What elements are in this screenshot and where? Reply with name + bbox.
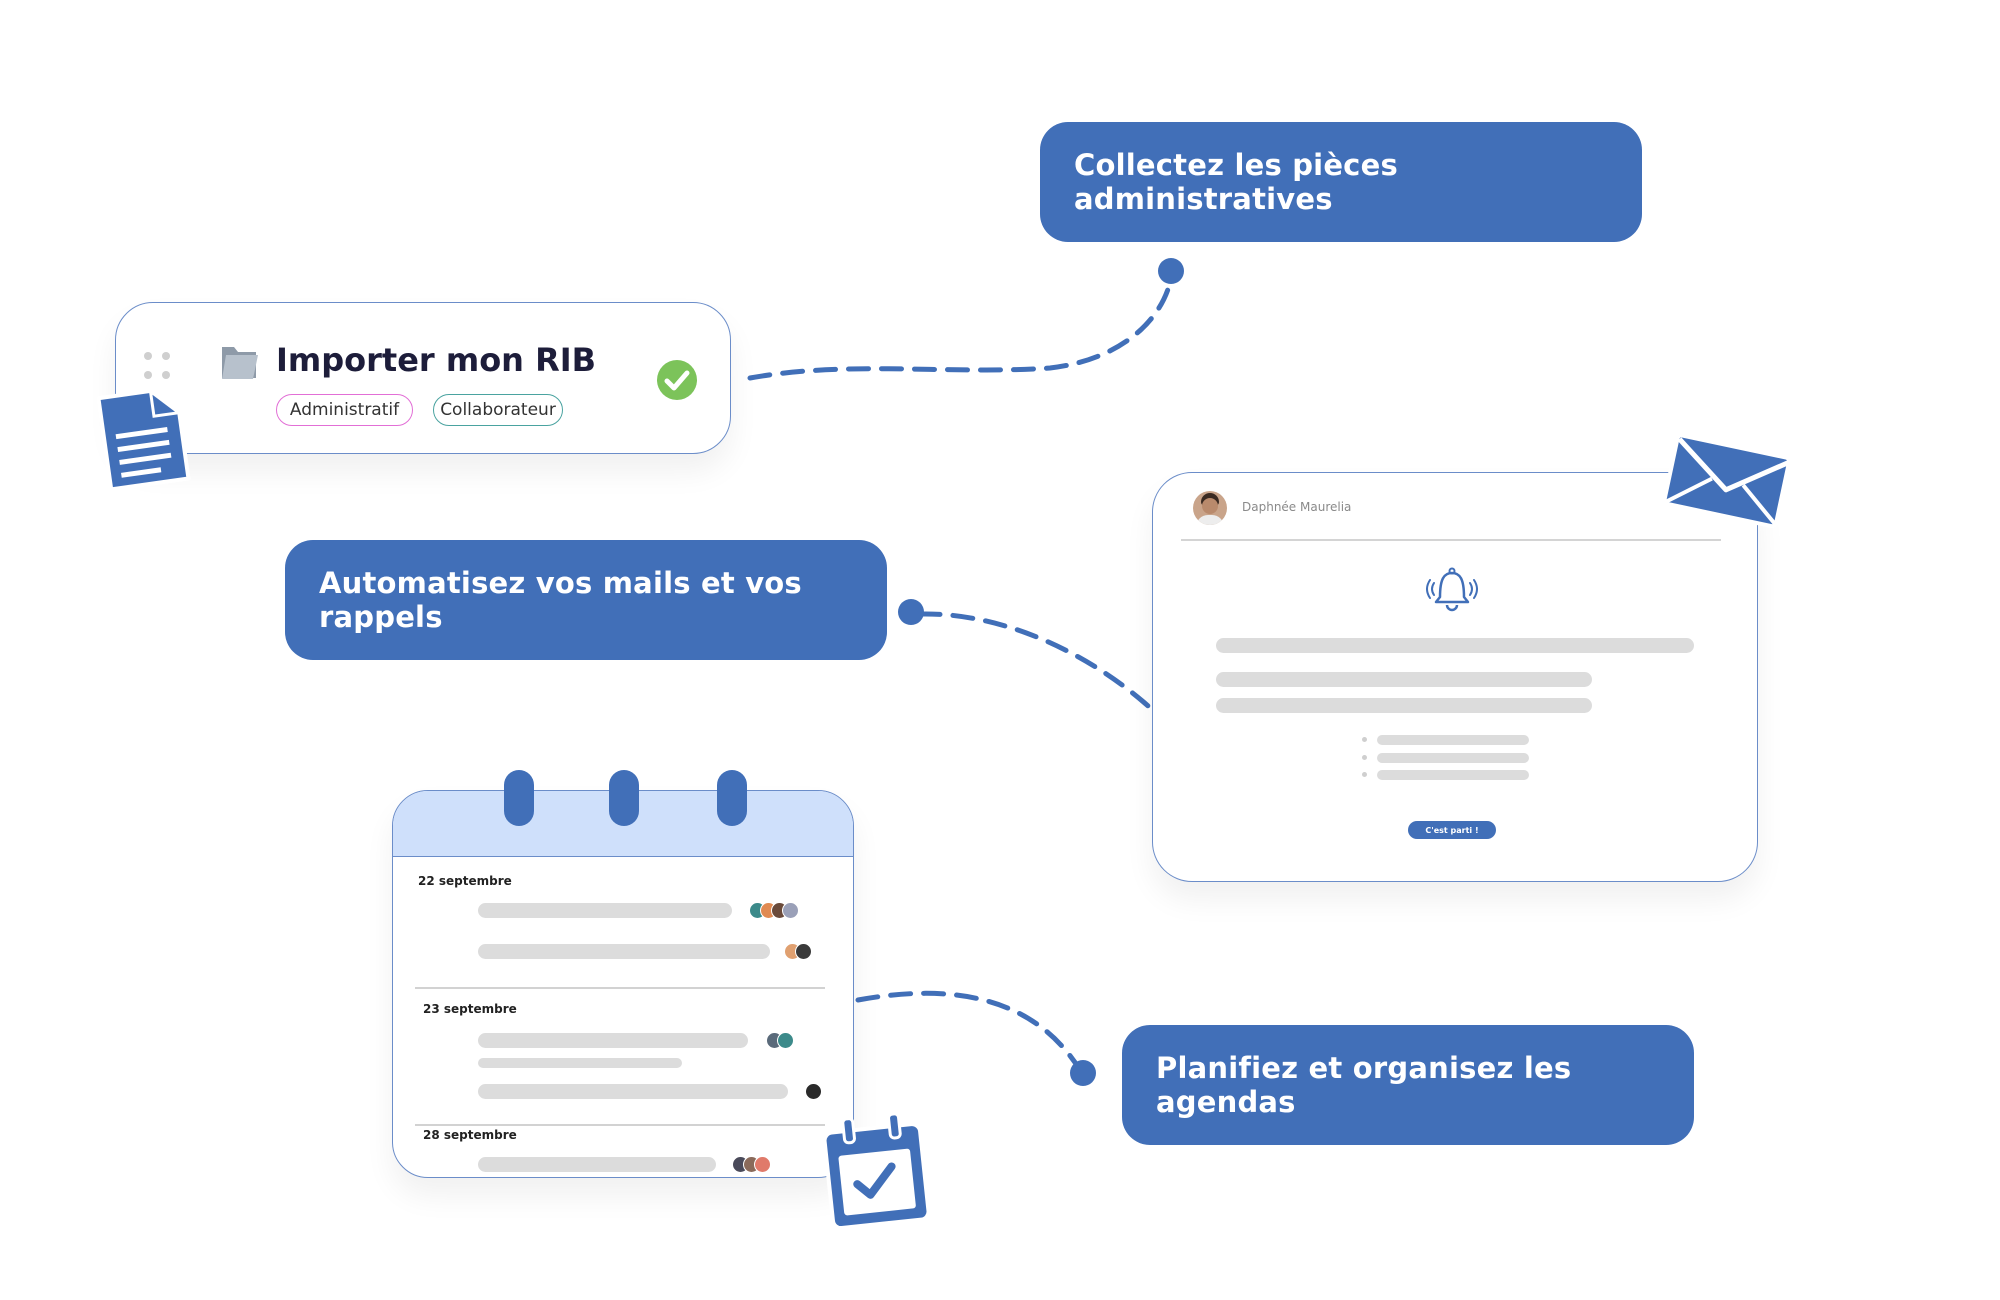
bullet-dot — [1362, 772, 1367, 777]
sender-name: Daphnée Maurelia — [1242, 500, 1352, 514]
email-cta-button[interactable]: C'est parti ! — [1408, 821, 1496, 839]
callout-plan: Planifiez et organisez les agendas — [1122, 1025, 1694, 1145]
calendar-day-label: 22 septembre — [418, 874, 512, 888]
email-line — [1216, 672, 1592, 687]
document-icon — [96, 389, 191, 490]
attendee-avatars — [749, 902, 799, 919]
event-bar[interactable] — [478, 1033, 748, 1048]
callout-automate-text: Automatisez vos mails et vos rappels — [319, 566, 802, 634]
email-list-item — [1377, 753, 1529, 763]
connector-plan — [855, 990, 1083, 1073]
calendar-ring — [609, 770, 639, 826]
attendee-avatars — [732, 1156, 771, 1173]
email-line — [1216, 698, 1592, 713]
calendar-ring — [717, 770, 747, 826]
drag-handle-icon[interactable] — [143, 351, 173, 389]
email-header-divider — [1181, 539, 1721, 541]
email-list-item — [1377, 770, 1529, 780]
calendar-card: 22 septembre 23 septembre 28 septembre — [392, 790, 854, 1178]
calendar-check-icon — [822, 1112, 931, 1231]
attendee-avatars — [784, 943, 812, 960]
calendar-ring — [504, 770, 534, 826]
folder-icon — [222, 347, 258, 379]
connector-dot-automate — [898, 599, 924, 625]
event-bar[interactable] — [478, 1157, 716, 1172]
task-card[interactable]: Importer mon RIB Administratif Collabora… — [115, 302, 731, 454]
connector-automate — [917, 611, 1161, 718]
event-bar[interactable] — [478, 1084, 788, 1099]
bell-icon — [1426, 567, 1478, 612]
bullet-dot — [1362, 755, 1367, 760]
connector-collect — [747, 270, 1175, 381]
connector-dot-collect — [1158, 258, 1184, 284]
event-bar[interactable] — [478, 903, 732, 918]
bullet-dot — [1362, 737, 1367, 742]
check-circle-icon — [657, 360, 697, 400]
event-bar[interactable] — [478, 1058, 682, 1068]
callout-plan-text: Planifiez et organisez les agendas — [1156, 1051, 1572, 1119]
callout-automate: Automatisez vos mails et vos rappels — [285, 540, 887, 660]
day-separator — [415, 1124, 825, 1126]
avatar — [1193, 491, 1227, 525]
email-card: Daphnée Maurelia C'est parti ! — [1152, 472, 1758, 882]
task-title: Importer mon RIB — [276, 341, 597, 379]
event-bar[interactable] — [478, 944, 770, 959]
email-cta-label: C'est parti ! — [1425, 825, 1479, 835]
tag-administratif: Administratif — [276, 394, 413, 426]
callout-collect: Collectez les pièces administratives — [1040, 122, 1642, 242]
tag-collaborateur: Collaborateur — [433, 394, 563, 426]
attendee-avatars — [805, 1083, 822, 1100]
email-list-item — [1377, 735, 1529, 745]
envelope-icon — [1662, 433, 1792, 529]
attendee-avatars — [766, 1032, 794, 1049]
calendar-day-label: 28 septembre — [423, 1128, 517, 1142]
connector-dot-plan — [1070, 1060, 1096, 1086]
calendar-day-label: 23 septembre — [423, 1002, 517, 1016]
callout-collect-text: Collectez les pièces administratives — [1074, 148, 1398, 216]
email-line — [1216, 638, 1694, 653]
day-separator — [415, 987, 825, 989]
